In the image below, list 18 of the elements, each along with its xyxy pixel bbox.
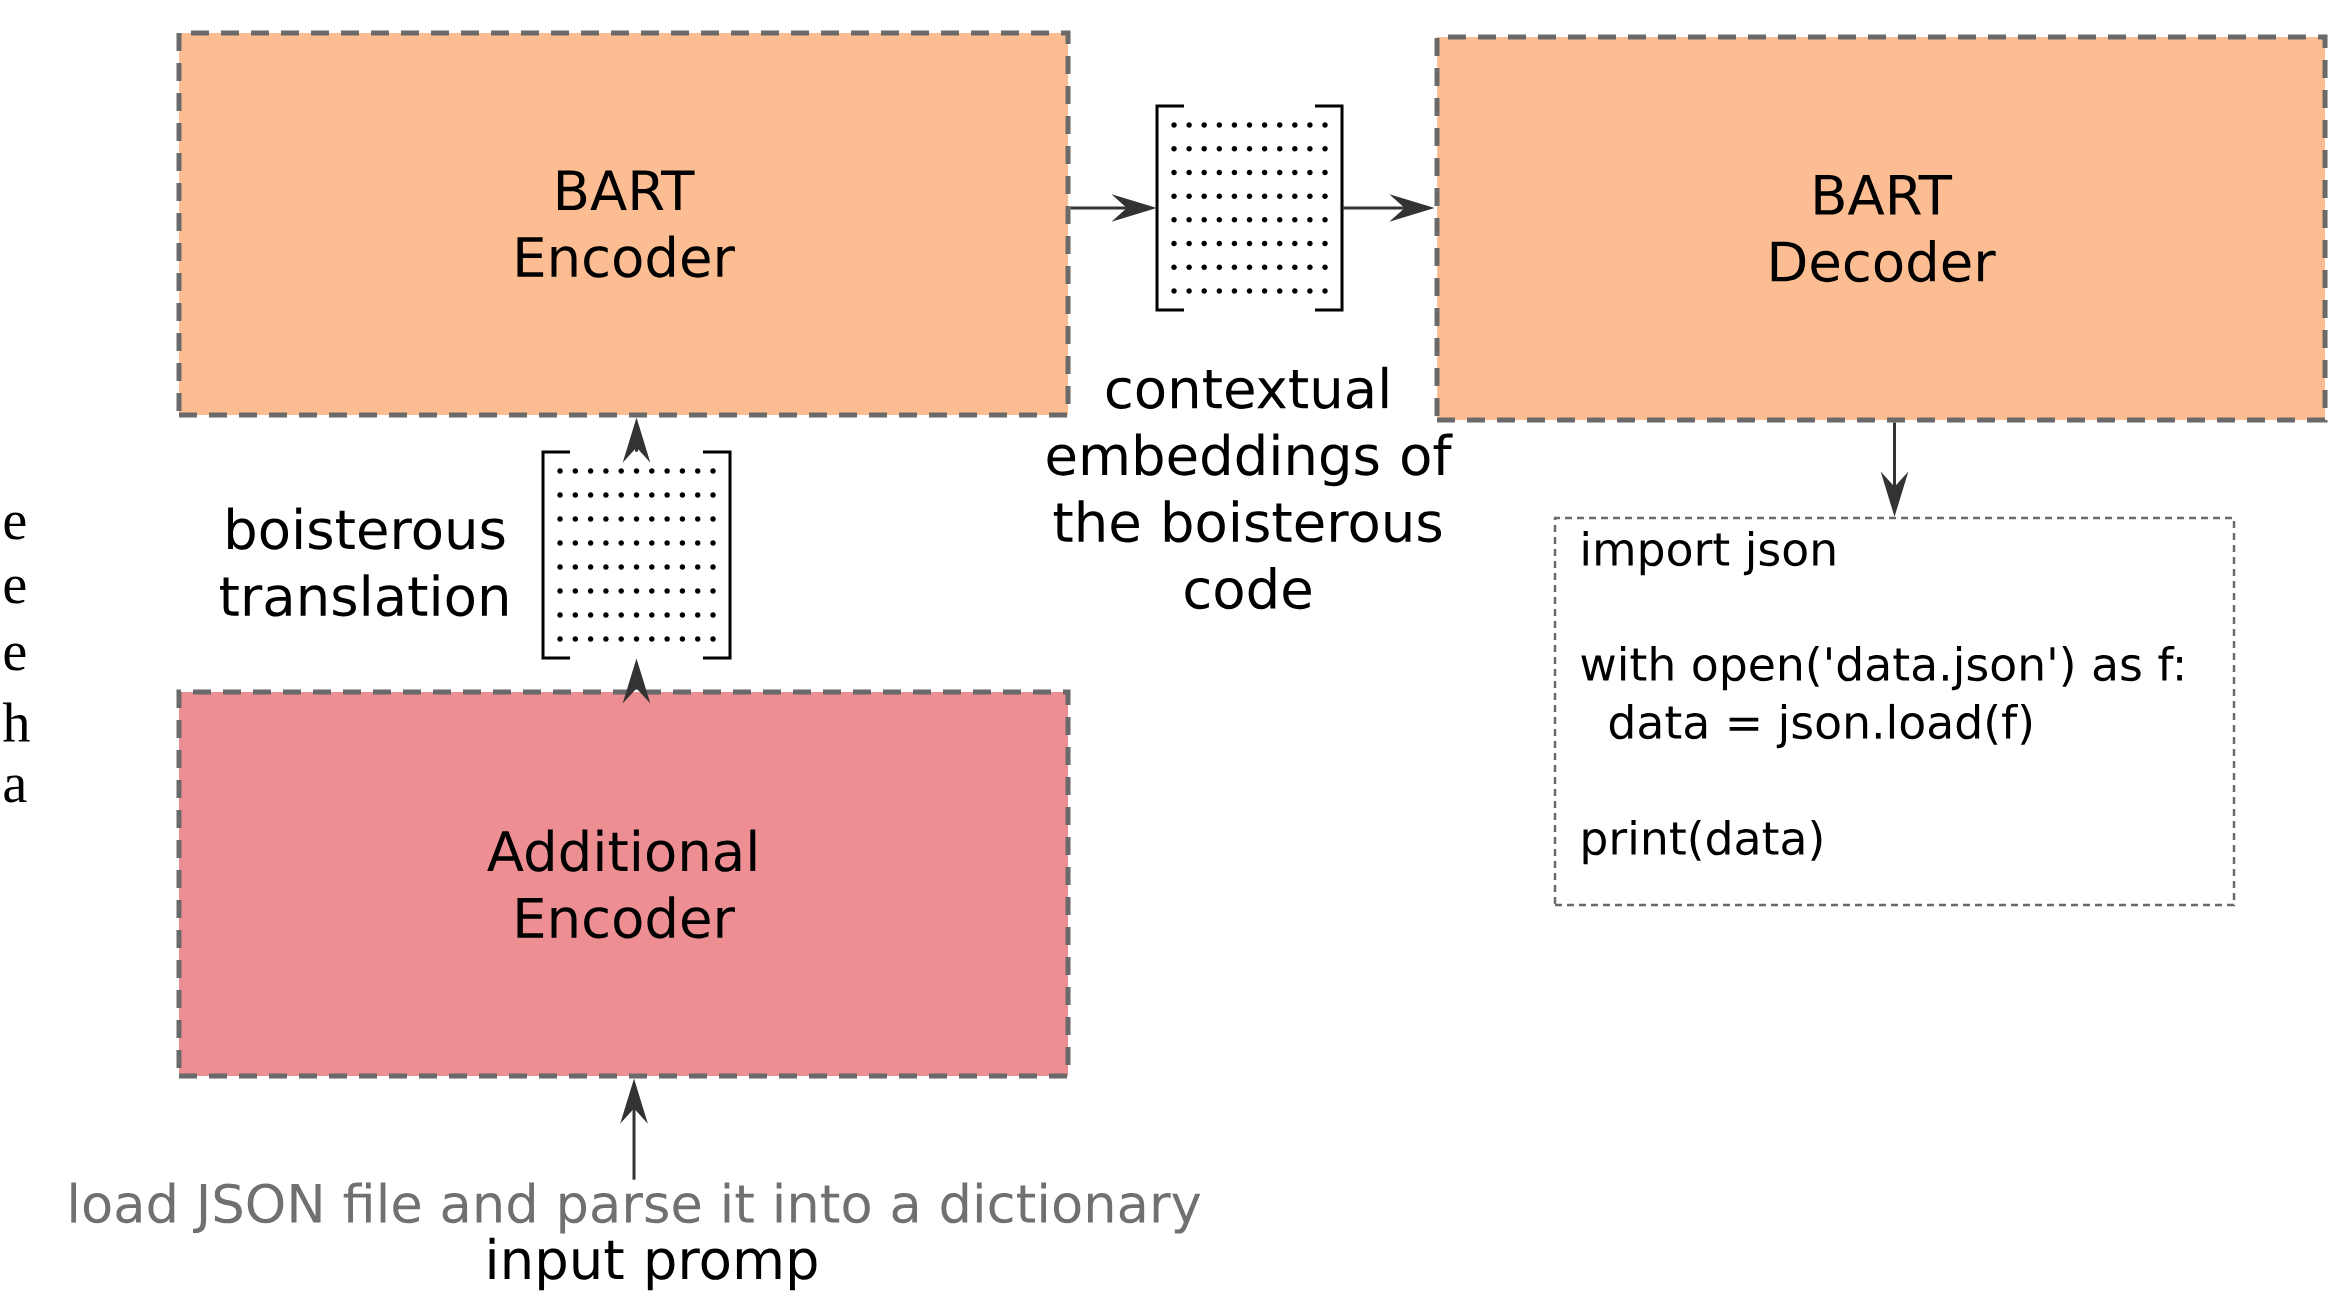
text-fragment: h [2,702,30,742]
code-line: print(data) [1583,819,1822,865]
code-line: data = json.load(f) [1609,703,2032,749]
text-fragment: e [4,643,26,671]
caption-text: input promp [489,1237,817,1291]
text-fragment: a [4,775,27,803]
encoder-box: BART Encoder [176,30,1071,418]
encoder-box: Additional Encoder [176,689,1071,1079]
text-fragment: e [4,512,26,540]
embedding-matrix [541,450,732,660]
caption-text: boisterous translation [220,507,507,617]
code-line: import json [1583,530,1835,576]
code-line: with open('data.json') as f: [1581,645,2182,691]
embedding-matrix [1155,104,1344,312]
encoder-box: BART Decoder [1434,34,2328,423]
text-fragment: e [4,576,26,604]
code-box [1553,516,2236,907]
input-text: load JSON file and parse it into a dictionary [71,1182,1201,1234]
